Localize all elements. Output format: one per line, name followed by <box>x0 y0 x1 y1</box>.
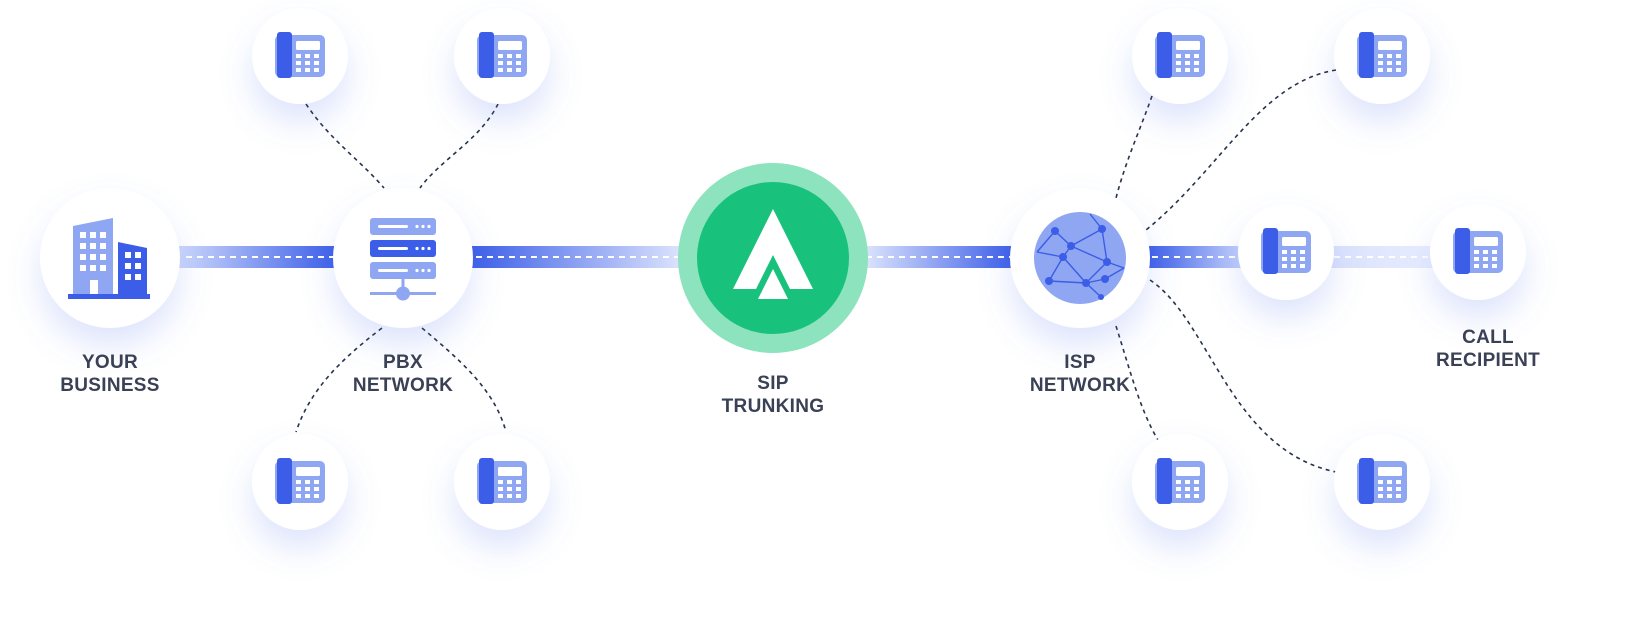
business-label-line2: BUSINESS <box>60 375 160 396</box>
pbx-label: PBX NETWORK <box>333 351 473 397</box>
sip-label-line2: TRUNKING <box>721 396 825 417</box>
phone-node <box>1334 8 1430 104</box>
connection-bars <box>178 246 1436 268</box>
globe-network-icon <box>1034 212 1126 304</box>
phone-node <box>1238 204 1334 300</box>
recipient-label-line2: RECIPIENT <box>1435 350 1541 371</box>
pbx-label-line2: NETWORK <box>352 375 454 396</box>
isp-label: ISP NETWORK <box>1010 351 1150 397</box>
phone-node <box>1132 434 1228 530</box>
phone-node <box>252 8 348 104</box>
phone-node <box>1132 8 1228 104</box>
business-node <box>40 188 180 328</box>
desk-phone-icon <box>477 32 527 78</box>
sip-trunk-logo-icon <box>733 209 813 299</box>
connector-isp-phone-b2 <box>1149 279 1337 473</box>
sip-node <box>678 163 868 353</box>
connector-pbx-phone-bl <box>295 327 383 433</box>
connector-isp-phone-t1 <box>1115 95 1153 199</box>
isp-label-line2: NETWORK <box>1029 375 1131 396</box>
desk-phone-icon <box>1155 458 1205 504</box>
server-icon <box>370 218 436 301</box>
pbx-node <box>333 188 473 328</box>
isp-label-line1: ISP <box>1064 352 1096 373</box>
office-building-icon <box>68 218 150 299</box>
business-label: YOUR BUSINESS <box>40 351 180 397</box>
pbx-phones <box>252 8 550 530</box>
sip-label-line1: SIP <box>757 373 789 394</box>
connector-pbx-phone-tl <box>305 103 385 189</box>
dotted-connectors <box>295 69 1337 473</box>
desk-phone-icon <box>275 32 325 78</box>
pbx-label-line1: PBX <box>383 352 423 373</box>
isp-node <box>1010 188 1150 328</box>
phone-node <box>1334 434 1430 530</box>
connector-pbx-phone-tr <box>419 103 499 189</box>
phone-node <box>252 434 348 530</box>
connector-pbx-phone-br <box>421 327 507 433</box>
desk-phone-icon <box>1357 32 1407 78</box>
call-recipient-node <box>1430 204 1526 300</box>
phone-node <box>454 434 550 530</box>
recipient-label: CALL RECIPIENT <box>1418 326 1558 372</box>
desk-phone-icon <box>1155 32 1205 78</box>
business-label-line1: YOUR <box>81 352 139 373</box>
phone-node <box>454 8 550 104</box>
desk-phone-icon <box>1357 458 1407 504</box>
desk-phone-icon <box>477 458 527 504</box>
connector-isp-phone-b1 <box>1115 325 1159 441</box>
desk-phone-icon <box>1261 228 1311 274</box>
recipient-label-line1: CALL <box>1462 327 1514 348</box>
sip-label: SIP TRUNKING <box>703 372 843 418</box>
desk-phone-icon <box>1453 228 1503 274</box>
isp-phones <box>1132 8 1430 530</box>
connector-isp-phone-t2 <box>1145 69 1337 231</box>
desk-phone-icon <box>275 458 325 504</box>
